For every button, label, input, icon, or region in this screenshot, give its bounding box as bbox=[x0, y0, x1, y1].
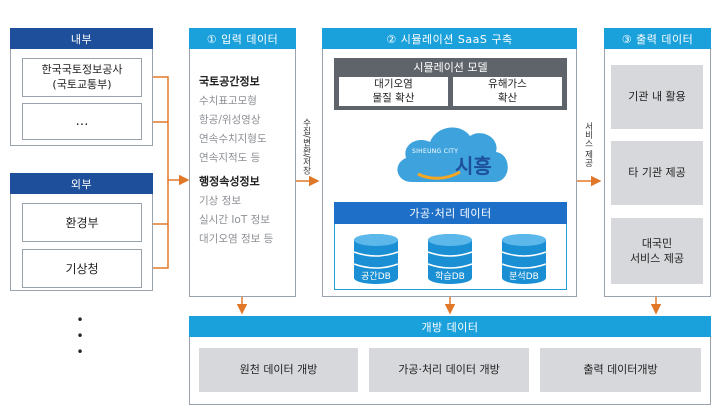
admin-attribute-info-title: 행정속성정보 bbox=[199, 175, 260, 188]
model-label: 물질 확산 bbox=[372, 91, 415, 104]
cloud-icon bbox=[397, 127, 508, 182]
output-item-label: 대국민 bbox=[641, 236, 673, 250]
input-item: 대기오염 정보 등 bbox=[199, 233, 274, 245]
internal-org-ministry: (국토교통부) bbox=[52, 77, 112, 91]
output-item-label: 기관 내 활용 bbox=[628, 90, 686, 104]
open-item-label: 가공·처리 데이터 개방 bbox=[398, 363, 500, 377]
external-header: 외부 bbox=[10, 173, 153, 194]
input-data-header: ① 입력 데이터 bbox=[189, 28, 296, 49]
db-label: 분석DB bbox=[509, 272, 539, 282]
land-spatial-info-title: 국토공간정보 bbox=[199, 75, 260, 88]
external-item-weather: 기상청 bbox=[22, 249, 142, 288]
internal-org-name: 한국국토정보공사 bbox=[41, 62, 123, 76]
internal-more-box: … bbox=[22, 103, 142, 140]
open-output-data: 출력 데이터개방 bbox=[540, 348, 701, 392]
arrow-internal-to-input bbox=[153, 76, 190, 186]
more-dots: • • • bbox=[74, 312, 86, 360]
input-item: 기상 정보 bbox=[199, 195, 241, 207]
saas-header: ② 시뮬레이션 SaaS 구축 bbox=[322, 28, 577, 49]
db-label: 공간DB bbox=[361, 272, 391, 282]
external-item-label: 환경부 bbox=[65, 216, 99, 230]
input-data-list: 국토공간정보 수치표고모형 항공/위성영상 연속수치지형도 연속지적도 등 행정… bbox=[199, 74, 295, 247]
open-source-data: 원천 데이터 개방 bbox=[199, 348, 358, 392]
internal-more-ellipsis: … bbox=[75, 114, 89, 129]
open-processed-data: 가공·처리 데이터 개방 bbox=[369, 348, 529, 392]
arrow-external-to-input bbox=[153, 180, 169, 225]
input-item: 실시간 IoT 정보 bbox=[199, 214, 270, 226]
input-item: 항공/위성영상 bbox=[199, 114, 261, 126]
model-label: 확산 bbox=[497, 91, 518, 104]
open-item-label: 출력 데이터개방 bbox=[583, 363, 658, 377]
input-item: 수치표고모형 bbox=[199, 95, 257, 107]
input-item: 연속수치지형도 bbox=[199, 133, 267, 145]
siheung-logo-en: SIHEUNG CITY bbox=[412, 148, 459, 155]
model-air-pollution: 대기오염 물질 확산 bbox=[339, 77, 448, 106]
database-icon bbox=[427, 234, 473, 284]
db-label: 학습DB bbox=[435, 272, 465, 282]
database-icon bbox=[353, 234, 399, 284]
input-item: 연속지적도 등 bbox=[199, 152, 261, 164]
dot: • bbox=[76, 329, 84, 343]
dot: • bbox=[76, 313, 84, 327]
model-hazardous-gas: 유해가스 확산 bbox=[453, 77, 562, 106]
open-item-label: 원천 데이터 개방 bbox=[239, 363, 318, 377]
model-label: 대기오염 bbox=[374, 78, 413, 91]
internal-org-box: 한국국토정보공사 (국토교통부) bbox=[22, 58, 142, 97]
database-icon bbox=[501, 234, 547, 284]
db-spatial: 공간DB bbox=[353, 232, 399, 284]
output-other-agency: 타 기관 제공 bbox=[611, 141, 703, 205]
model-label: 유해가스 bbox=[488, 78, 527, 91]
output-item-label: 서비스 제공 bbox=[629, 252, 685, 265]
siheung-logo-ko: 시흥 bbox=[455, 154, 492, 178]
input-data-panel bbox=[189, 28, 296, 297]
collect-arrow-label: 수집/변환/저장 bbox=[301, 118, 311, 175]
dot: • bbox=[76, 345, 84, 359]
output-data-header: ③ 출력 데이터 bbox=[604, 28, 711, 49]
processing-data-header: 가공·처리 데이터 bbox=[334, 202, 567, 224]
open-data-header: 개방 데이터 bbox=[189, 316, 711, 337]
output-item-label: 타 기관 제공 bbox=[628, 166, 686, 180]
db-learning: 학습DB bbox=[427, 232, 473, 284]
internal-header: 내부 bbox=[10, 28, 153, 49]
output-public-service: 대국민 서비스 제공 bbox=[611, 218, 703, 284]
output-internal-use: 기관 내 활용 bbox=[611, 65, 703, 129]
service-arrow-label: 서비스 제공 bbox=[583, 122, 593, 168]
external-item-environment: 환경부 bbox=[22, 203, 142, 242]
external-item-label: 기상청 bbox=[65, 262, 99, 276]
simulation-model-title: 시뮬레이션 모델 bbox=[413, 61, 488, 74]
db-analysis: 분석DB bbox=[501, 232, 547, 284]
